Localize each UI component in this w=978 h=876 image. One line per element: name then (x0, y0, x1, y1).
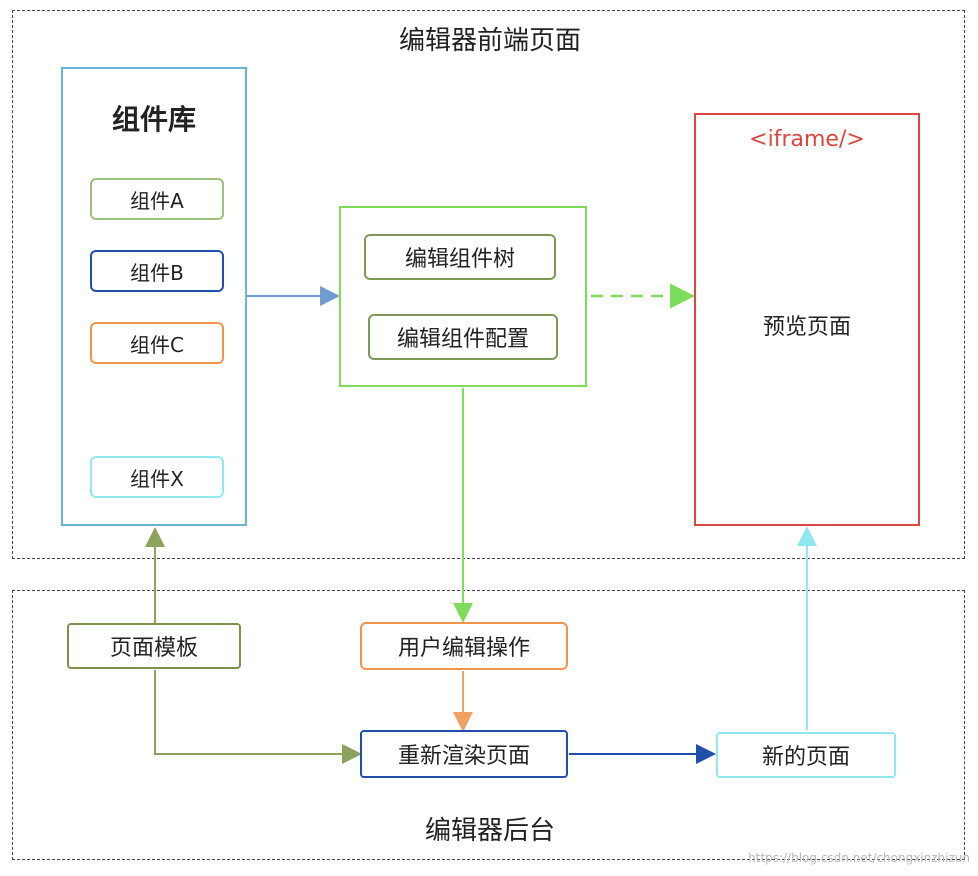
iframe-preview-panel (694, 113, 920, 526)
arrow-template-to-rerender (154, 670, 362, 764)
backend-region (12, 590, 965, 860)
rerender-page-box: 重新渲染页面 (360, 730, 568, 778)
component-library-title: 组件库 (111, 103, 196, 136)
component-a: 组件A (90, 178, 224, 220)
user-edit-box: 用户编辑操作 (360, 622, 568, 670)
backend-title: 编辑器后台 (424, 816, 555, 846)
page-template-box: 页面模板 (67, 623, 241, 669)
new-page-box: 新的页面 (716, 732, 896, 778)
frontend-region (12, 10, 965, 559)
edit-component-tree: 编辑组件树 (364, 234, 556, 280)
component-x: 组件X (90, 456, 224, 498)
preview-page-label: 预览页面 (762, 315, 851, 340)
frontend-title: 编辑器前端页面 (398, 26, 581, 56)
iframe-tag-label: <iframe/> (749, 127, 865, 152)
edit-component-config: 编辑组件配置 (368, 314, 558, 360)
component-c: 组件C (90, 322, 224, 364)
watermark: https://blog.csdn.net/chongxinzhizun (748, 851, 970, 865)
component-b: 组件B (90, 250, 224, 292)
component-library-panel (61, 67, 247, 526)
